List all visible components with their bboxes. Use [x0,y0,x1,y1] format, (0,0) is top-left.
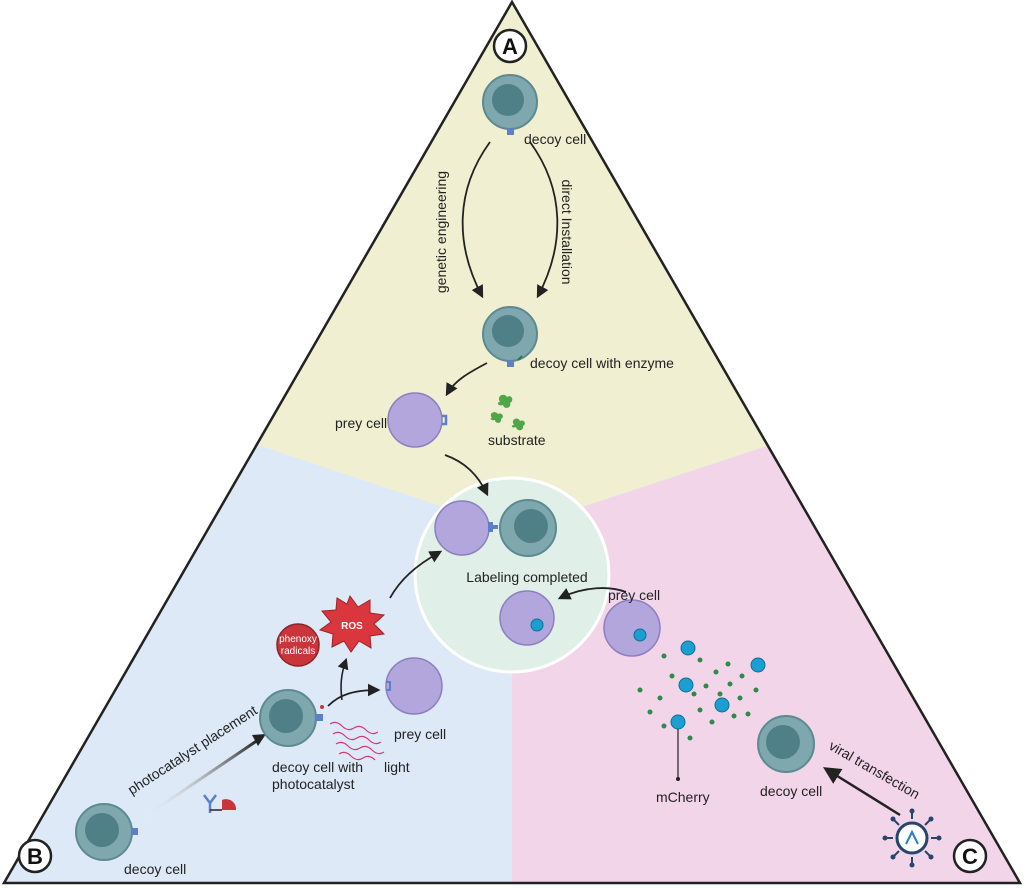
center-prey-cell-top [434,500,498,556]
arrow-viral-transfection [823,767,901,817]
prey-cell-c [603,599,661,657]
decoy-cell-with-photocatalyst [259,689,324,747]
phenoxy-radicals-icon: phenoxy radicals [276,623,320,667]
center-prey-cell-mcherry [499,590,555,646]
arrow-photocatalyst-placement [139,738,259,822]
prey-cell-b [385,657,443,715]
panel-c-region [512,445,1020,883]
radicals-label: radicals [281,646,315,657]
decoy-cell-c [757,715,815,773]
light-waves-icon [329,721,385,761]
photocatalyst-label: photocatalyst [272,776,355,792]
genetic-engineering-label: genetic engineering [433,171,449,293]
mcherry-particles [637,640,766,741]
virus-icon [882,808,942,868]
ros-label: ROS [341,621,363,632]
direct-installation-label: direct Installation [559,179,575,284]
arrow-ros-to-center [389,550,443,599]
decoy-cell-with-label: decoy cell with [272,759,363,775]
arrow-direct-installation [529,141,559,299]
badge-b: B [17,838,53,874]
decoy-cell-b-label: decoy cell [124,861,186,877]
light-label: light [384,759,410,775]
arrow-to-ros [337,657,349,701]
arrow-enzyme-to-prey [445,362,488,397]
badge-a: A [492,28,528,64]
prey-cell-b-label: prey cell [394,726,446,742]
arrow-prey-to-center [444,454,489,497]
ros-burst-icon: ROS [318,594,386,653]
decoy-cell-with-enzyme-label: decoy cell with enzyme [530,355,674,371]
badge-c-label: C [962,844,978,869]
decoy-cell-c-label: decoy cell [760,783,822,799]
substrate-icon [490,394,525,431]
arrow-to-prey-b [327,683,381,707]
decoy-cell-b [75,803,138,861]
substrate-label: substrate [488,432,546,448]
badge-a-label: A [502,34,518,59]
center-decoy-cell [499,499,557,557]
arrow-photocatalyst-head [252,734,266,746]
badge-b-label: B [27,844,43,869]
antibody-photocatalyst-icon [203,794,237,813]
decoy-cell-with-enzyme [482,306,538,367]
decoy-cell-a-top [482,74,538,135]
labeling-completed-label: Labeling completed [466,569,587,585]
decoy-cell-top-label: decoy cell [524,131,586,147]
arrow-genetic-engineering [461,141,491,299]
arrow-prey-c-to-center [557,587,627,600]
badge-c: C [952,838,988,874]
mcherry-label: mCherry [656,789,710,805]
prey-cell-a-label: prey cell [335,415,387,431]
mcherry-pointer-dot [676,777,680,781]
phenoxy-label: phenoxy [279,634,317,645]
prey-cell-a [387,392,448,448]
